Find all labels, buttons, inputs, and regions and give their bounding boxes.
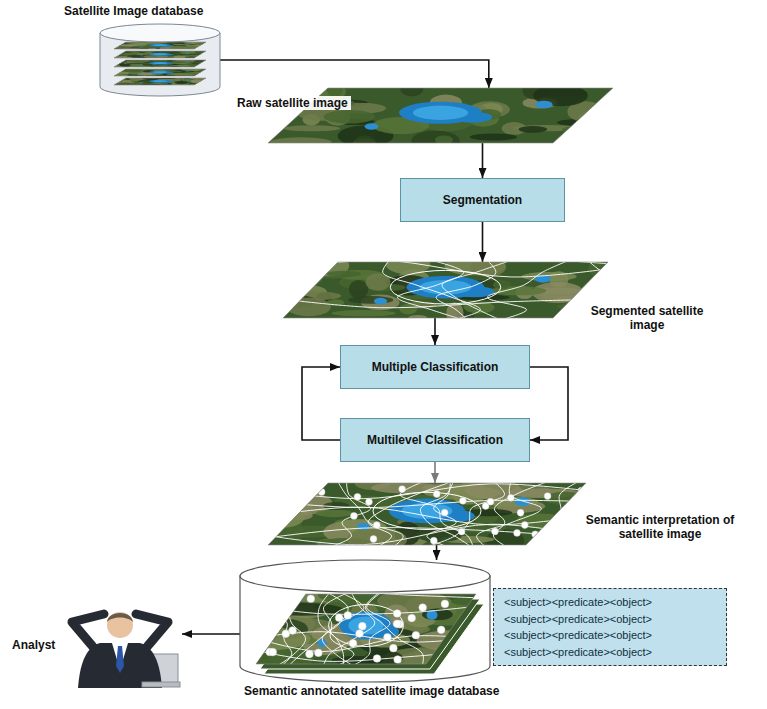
database-node: Semantic annotated satellite image datab…: [240, 560, 490, 682]
flow-arrow: [482, 143, 484, 178]
flow-arrow: [220, 60, 489, 88]
database-cylinder: [240, 560, 490, 682]
flow-arrow: [434, 318, 436, 345]
analyst-picture: [60, 598, 182, 688]
flow-arrow: [434, 462, 436, 483]
process-box: Segmentation: [400, 178, 565, 222]
flow-arrow: [302, 367, 340, 440]
database-node: Satellite Image database: [100, 24, 220, 96]
satellite-image: Segmented satellite image: [283, 262, 608, 318]
satellite-image: Semantic interpretation of satellite ima…: [268, 483, 586, 545]
image-caption: Raw satellite image: [234, 96, 351, 110]
triple-text: <subject><predicate><object>: [504, 594, 716, 611]
person-label: Analyst: [12, 638, 55, 652]
database-cylinder: [100, 24, 220, 96]
triple-list: <subject><predicate><object><subject><pr…: [493, 588, 727, 666]
satellite-image: Raw satellite image: [268, 88, 613, 143]
process-box: Multilevel Classification: [340, 418, 530, 462]
satellite-picture: [283, 262, 608, 318]
process-label: Multilevel Classification: [367, 433, 503, 447]
image-caption: Semantic interpretation of satellite ima…: [565, 513, 755, 541]
image-caption: Segmented satellite image: [572, 304, 722, 332]
flow-arrow: [482, 222, 484, 262]
triple-text: <subject><predicate><object>: [504, 627, 716, 644]
flow-arrow: [182, 633, 240, 635]
database-label: Satellite Image database: [64, 4, 203, 18]
triple-text: <subject><predicate><object>: [504, 611, 716, 628]
database-label: Semantic annotated satellite image datab…: [244, 684, 499, 698]
process-label: Multiple Classification: [372, 360, 499, 374]
flow-arrow: [530, 367, 568, 440]
triple-text: <subject><predicate><object>: [504, 644, 716, 661]
process-box: Multiple Classification: [340, 345, 530, 389]
satellite-picture: [268, 483, 586, 545]
flow-arrow: [436, 545, 438, 560]
process-label: Segmentation: [443, 193, 522, 207]
analyst-figure: Analyst: [60, 598, 182, 688]
